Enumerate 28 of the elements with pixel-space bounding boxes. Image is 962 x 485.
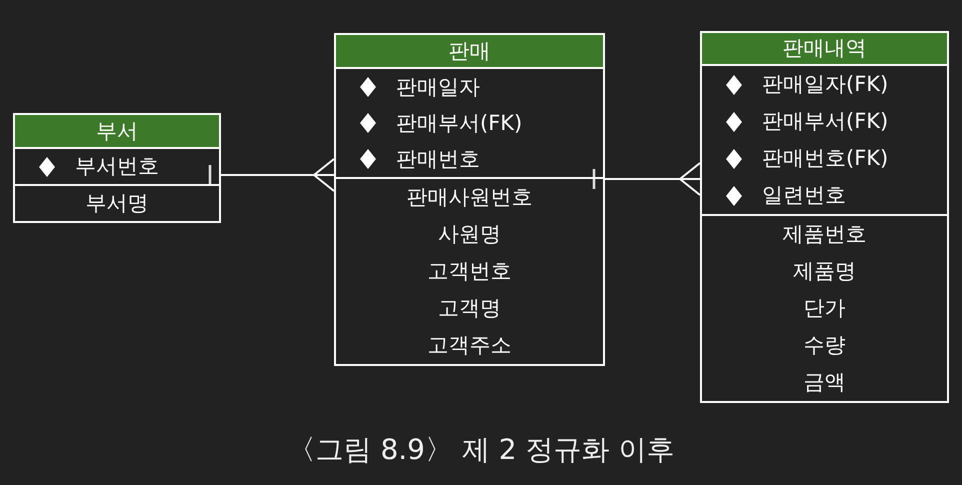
entity-box bbox=[13, 113, 221, 223]
attribute-name: 제품번호 bbox=[782, 224, 866, 245]
attribute-name: 일련번호 bbox=[762, 185, 846, 206]
entity-name: 부서 bbox=[15, 115, 219, 149]
attribute-name: 판매사원번호 bbox=[406, 187, 532, 208]
attribute-name: 금액 bbox=[804, 372, 846, 393]
attribute-name: 고객주소 bbox=[428, 335, 512, 356]
attribute-name: 판매일자 bbox=[396, 76, 480, 98]
attribute-name: 판매번호(FK) bbox=[762, 148, 888, 169]
attribute-name: 제품명 bbox=[793, 261, 856, 282]
attribute-name: 판매부서(FK) bbox=[762, 111, 888, 132]
attribute-name: 단가 bbox=[804, 298, 846, 319]
entity-name: 판매 bbox=[336, 35, 603, 69]
relationship-line bbox=[208, 158, 335, 192]
attribute-name: 고객번호 bbox=[428, 261, 512, 282]
entity-name: 판매내역 bbox=[702, 33, 947, 66]
attribute-name: 판매번호 bbox=[396, 148, 480, 170]
attribute-name: 고객명 bbox=[438, 298, 501, 319]
attribute-name: 부서명 bbox=[86, 193, 148, 214]
attribute-name: 부서번호 bbox=[75, 156, 159, 177]
figure-caption: 〈그림 8.9〉 제 2 정규화 이후 bbox=[286, 436, 676, 464]
attribute-name: 수량 bbox=[804, 335, 846, 356]
attribute-name: 판매부서(FK) bbox=[396, 112, 522, 134]
entity-box bbox=[334, 33, 605, 366]
entity-box bbox=[700, 31, 949, 403]
relationship-line bbox=[592, 162, 701, 196]
attribute-name: 판매일자(FK) bbox=[762, 74, 888, 95]
attribute-name: 사원명 bbox=[438, 224, 501, 245]
